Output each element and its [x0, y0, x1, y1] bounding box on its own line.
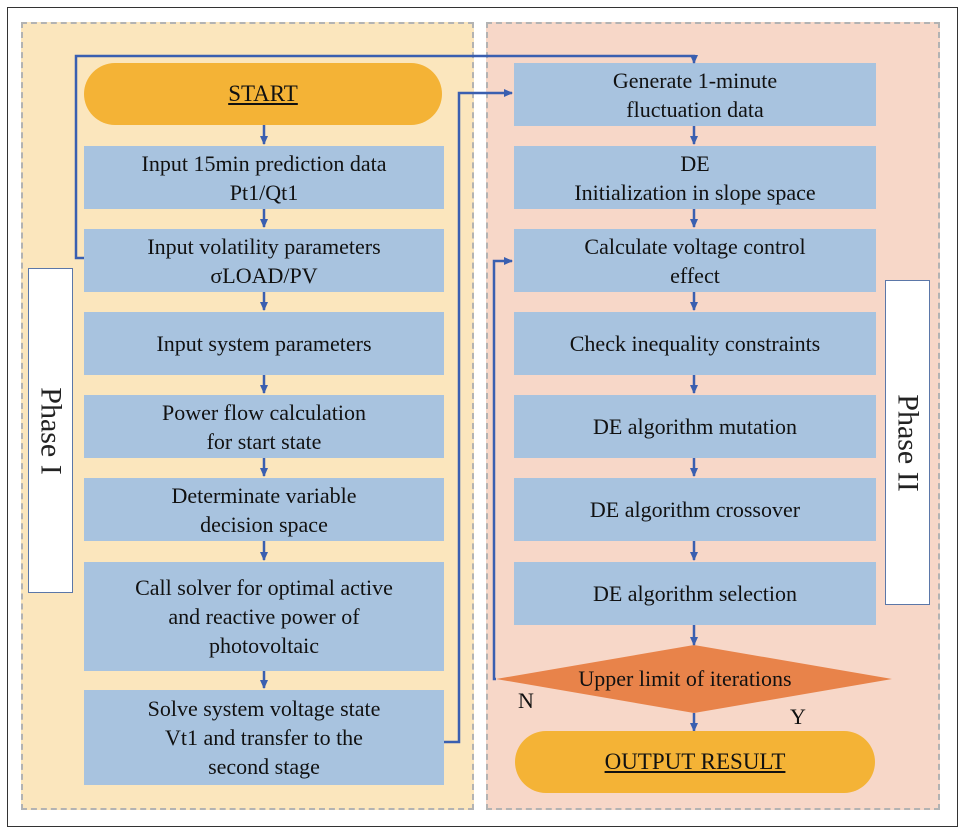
arrow-transfer-to-phase2 — [444, 89, 513, 744]
step-check-constraints: Check inequality constraints — [514, 312, 876, 375]
step-generate-fluctuation-data: Generate 1-minute fluctuation data — [514, 63, 876, 126]
step-de-crossover: DE algorithm crossover — [514, 478, 876, 541]
start-terminal: START — [84, 63, 442, 125]
outer-frame — [7, 7, 958, 827]
step-power-flow-calculation: Power flow calculation for start state — [84, 395, 444, 458]
step-calculate-voltage-effect: Calculate voltage control effect — [514, 229, 876, 292]
step-solve-voltage-state: Solve system voltage state Vt1 and trans… — [84, 690, 444, 785]
step-input-system-parameters: Input system parameters — [84, 312, 444, 375]
output-terminal: OUTPUT RESULT — [515, 731, 875, 793]
decision-text: Upper limit of iterations — [578, 666, 792, 691]
yes-label: Y — [790, 704, 806, 729]
no-label: N — [518, 688, 534, 713]
decision-diamond — [496, 645, 892, 713]
step-de-selection: DE algorithm selection — [514, 562, 876, 625]
step-de-initialization: DE Initialization in slope space — [514, 146, 876, 209]
phase-2-label: Phase II — [885, 280, 930, 605]
step-de-mutation: DE algorithm mutation — [514, 395, 876, 458]
arrow-volatility-to-phase2 — [74, 54, 698, 260]
step-input-prediction-data: Input 15min prediction data Pt1/Qt1 — [84, 146, 444, 209]
step-call-solver: Call solver for optimal active and react… — [84, 562, 444, 671]
step-determinate-decision-space: Determinate variable decision space — [84, 478, 444, 541]
phase-1-label: Phase I — [28, 268, 73, 593]
arrow-no-loop-back — [492, 257, 513, 681]
step-input-volatility-parameters: Input volatility parameters σLOAD/PV — [84, 229, 444, 292]
